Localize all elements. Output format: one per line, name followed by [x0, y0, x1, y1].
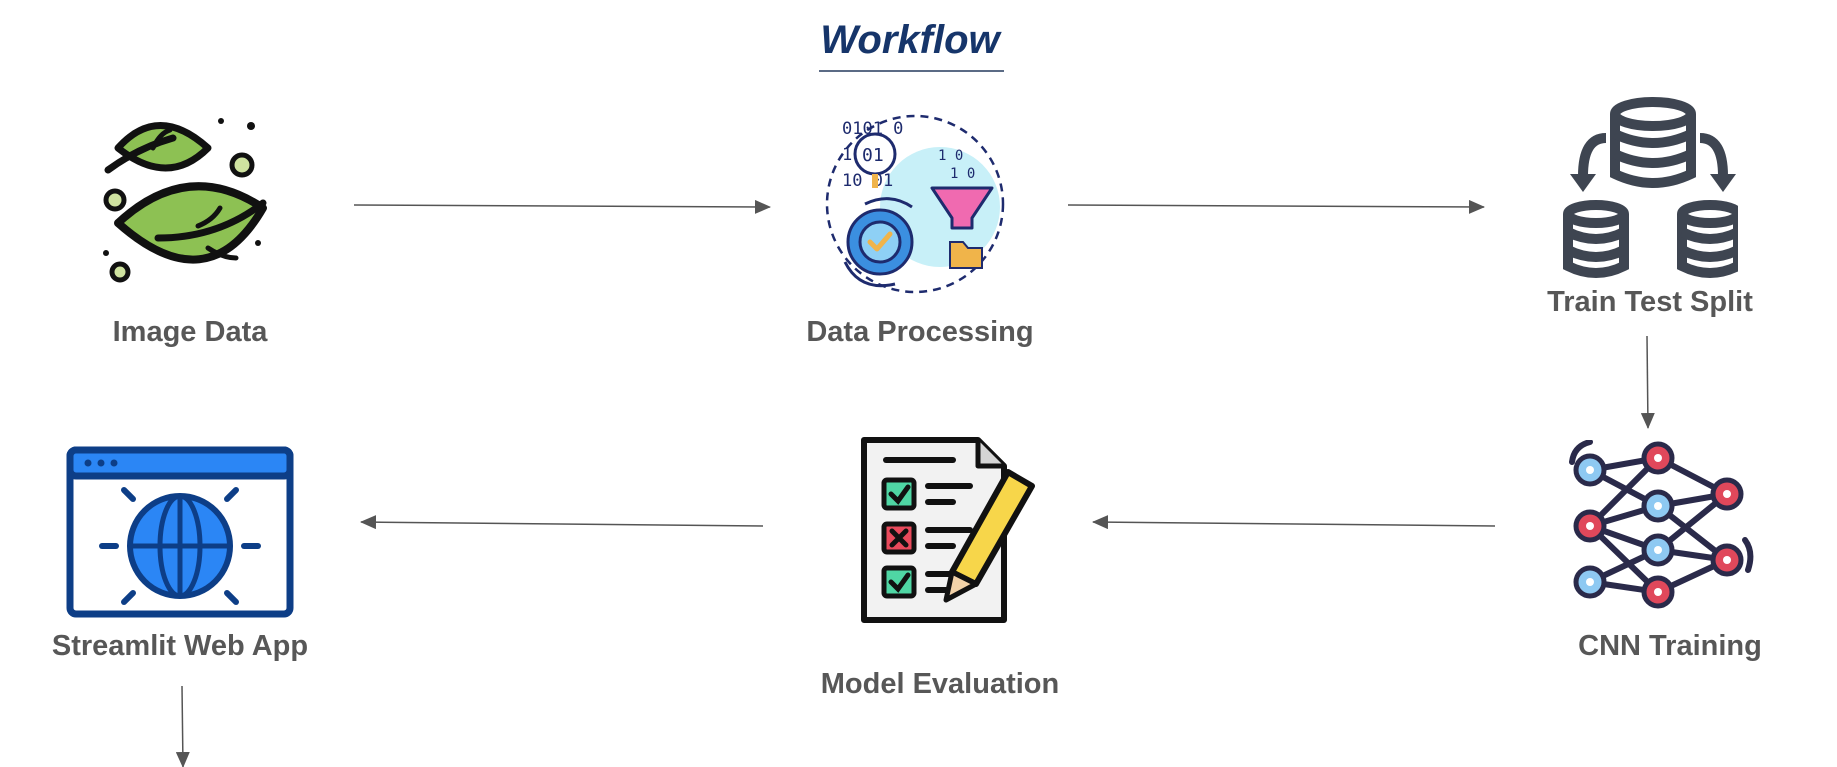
checklist-icon	[861, 437, 1035, 623]
node-label-data-processing: Data Processing	[806, 316, 1034, 348]
title-underline	[819, 70, 1004, 72]
arrow-image-to-processing	[353, 199, 771, 214]
svg-text:0101 0: 0101 0	[842, 119, 903, 139]
svg-text:1 0: 1 0	[938, 148, 963, 164]
node-label-train-test-split: Train Test Split	[1547, 286, 1753, 318]
arrow-cnn-to-evaluation	[1092, 515, 1496, 530]
node-label-streamlit-web-app: Streamlit Web App	[51, 630, 309, 662]
svg-text:1 0: 1 0	[950, 166, 975, 182]
data-processing-icon: 0101 0 1 0 10 01 01 1 0 1 0	[825, 114, 1005, 294]
arrow-processing-to-split	[1067, 199, 1485, 214]
arrow-evaluation-to-webapp	[360, 515, 764, 530]
arrow-webapp-down	[175, 685, 190, 767]
node-label-model-evaluation: Model Evaluation	[820, 668, 1060, 700]
leaves-icon	[103, 118, 267, 283]
neural-network-icon	[1569, 440, 1754, 609]
arrow-split-to-cnn	[1640, 335, 1655, 429]
node-label-cnn-training: CNN Training	[1578, 630, 1762, 662]
svg-text:01: 01	[862, 145, 884, 166]
database-split-icon	[1563, 97, 1738, 278]
node-label-image-data: Image Data	[112, 316, 268, 348]
web-app-icon	[66, 446, 294, 618]
svg-text:10 01: 10 01	[842, 171, 893, 191]
diagram-title: Workflow	[820, 18, 1000, 62]
